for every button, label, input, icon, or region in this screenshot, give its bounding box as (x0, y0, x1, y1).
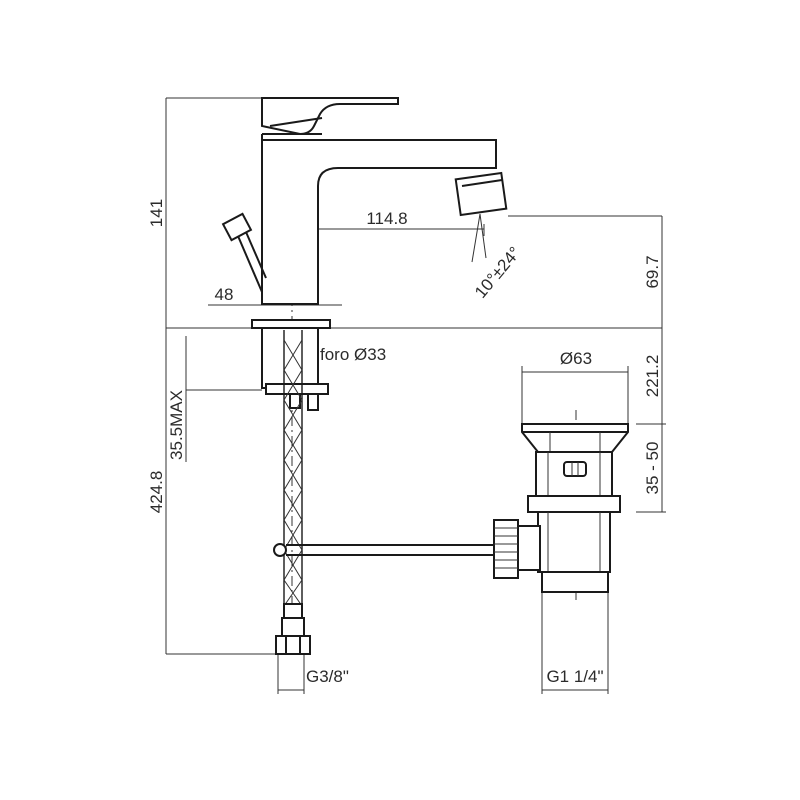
mixer-tap (221, 97, 508, 411)
label-hose-thread: G3/8" (306, 667, 349, 686)
braided-hose (275, 330, 311, 655)
lever-handle (261, 97, 399, 136)
waste-slot (563, 461, 587, 477)
label-spout-angle: 10°±24° (471, 243, 525, 302)
waste-cap (521, 423, 629, 453)
label-hose-length: 424.8 (147, 471, 166, 514)
hose-ferrule (283, 603, 303, 619)
hose-nut (275, 635, 311, 655)
label-drain-thread: G1 1/4" (546, 667, 603, 686)
base-flange (251, 319, 331, 329)
label-spout-reach: 114.8 (366, 209, 407, 228)
label-hole: foro Ø33 (320, 345, 386, 364)
pop-up-waste (493, 423, 629, 593)
dimension-lines (165, 97, 666, 694)
label-height-total: 141 (147, 199, 166, 227)
label-thickness-max: 35.5MAX (167, 390, 186, 460)
waste-nut (527, 495, 621, 513)
popup-rod (273, 543, 496, 557)
aerator (454, 171, 508, 217)
lever-housing (493, 519, 519, 579)
label-drain-height: 221.2 (643, 355, 662, 398)
label-base-width: 48 (215, 285, 234, 304)
waste-tail (541, 571, 609, 593)
label-spout-height: 69.7 (643, 255, 662, 288)
popup-knob (221, 212, 253, 242)
tap-body (261, 134, 497, 305)
label-drain-range: 35 - 50 (643, 442, 662, 495)
label-drain-diameter: Ø63 (560, 349, 592, 368)
